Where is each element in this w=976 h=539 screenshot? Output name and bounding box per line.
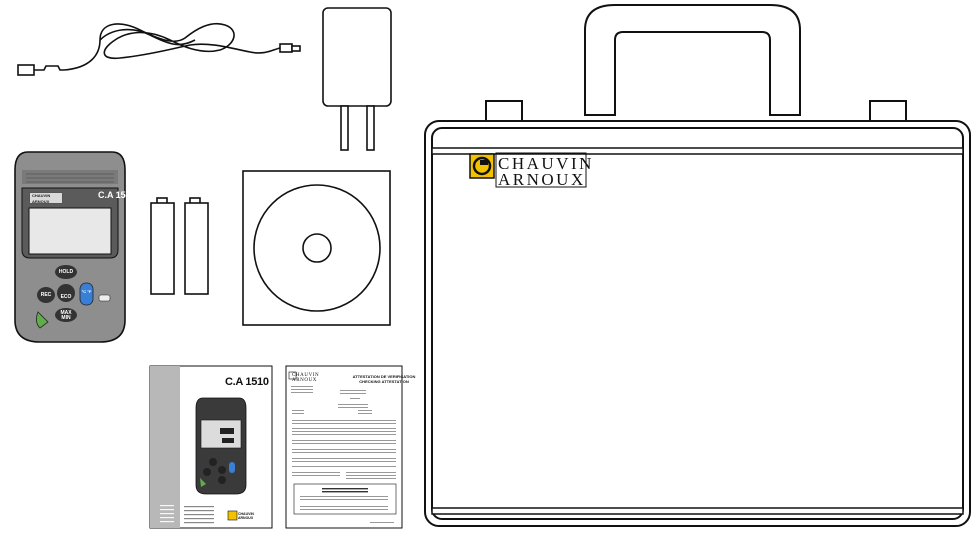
certificate-title-line2: CHECKING ATTESTATION [359,379,409,384]
usb-port [98,294,111,302]
manual-brand: CHAUVIN ARNOUX [238,512,254,520]
hold-button-label: HOLD [58,269,74,275]
max-min-button-label: MAX MIN [60,310,72,321]
power-button [36,311,49,329]
manual-title: C.A 1510 [225,376,269,388]
certificate-title-line1: ATTESTATION DE VERIFICATION [352,374,416,379]
certificate-brand-line1: CHAUVIN [292,373,320,378]
device-screen [28,207,112,255]
case-brand-line2: ARNOUX [498,170,586,189]
unit-button-label: °C °F [81,289,92,294]
device-brand-logo: CHAUVIN ARNOUX [29,192,63,204]
batteries [150,197,209,295]
power-adapter [322,7,392,151]
verification-certificate [285,365,403,529]
device-model-label: C.A 1510 [98,190,136,200]
usb-plug-micro [279,43,293,53]
hold-button [55,265,77,279]
eco-button [57,284,75,302]
case-handle [584,4,801,116]
user-manual [149,365,273,529]
certificate-brand-line2: ARNOUX [292,378,317,383]
case-brand-line1: CHAUVIN [498,154,594,173]
rec-button-label: REC [40,292,52,298]
carrying-case [424,4,971,527]
max-min-button [55,308,77,322]
unit-button [79,282,94,306]
case-logo-mark [469,152,587,188]
usb-plug-a [17,64,35,76]
certificate-brand-logo: CHAUVIN ARNOUX [292,373,319,383]
rec-button [37,287,55,303]
usb-cable [17,22,301,76]
cd-sleeve [242,170,391,326]
case-brand-logo: CHAUVIN ARNOUX [498,154,594,189]
certificate-title: ATTESTATION DE VERIFICATION CHECKING ATT… [334,374,434,384]
eco-button-label: ECO [60,294,72,300]
